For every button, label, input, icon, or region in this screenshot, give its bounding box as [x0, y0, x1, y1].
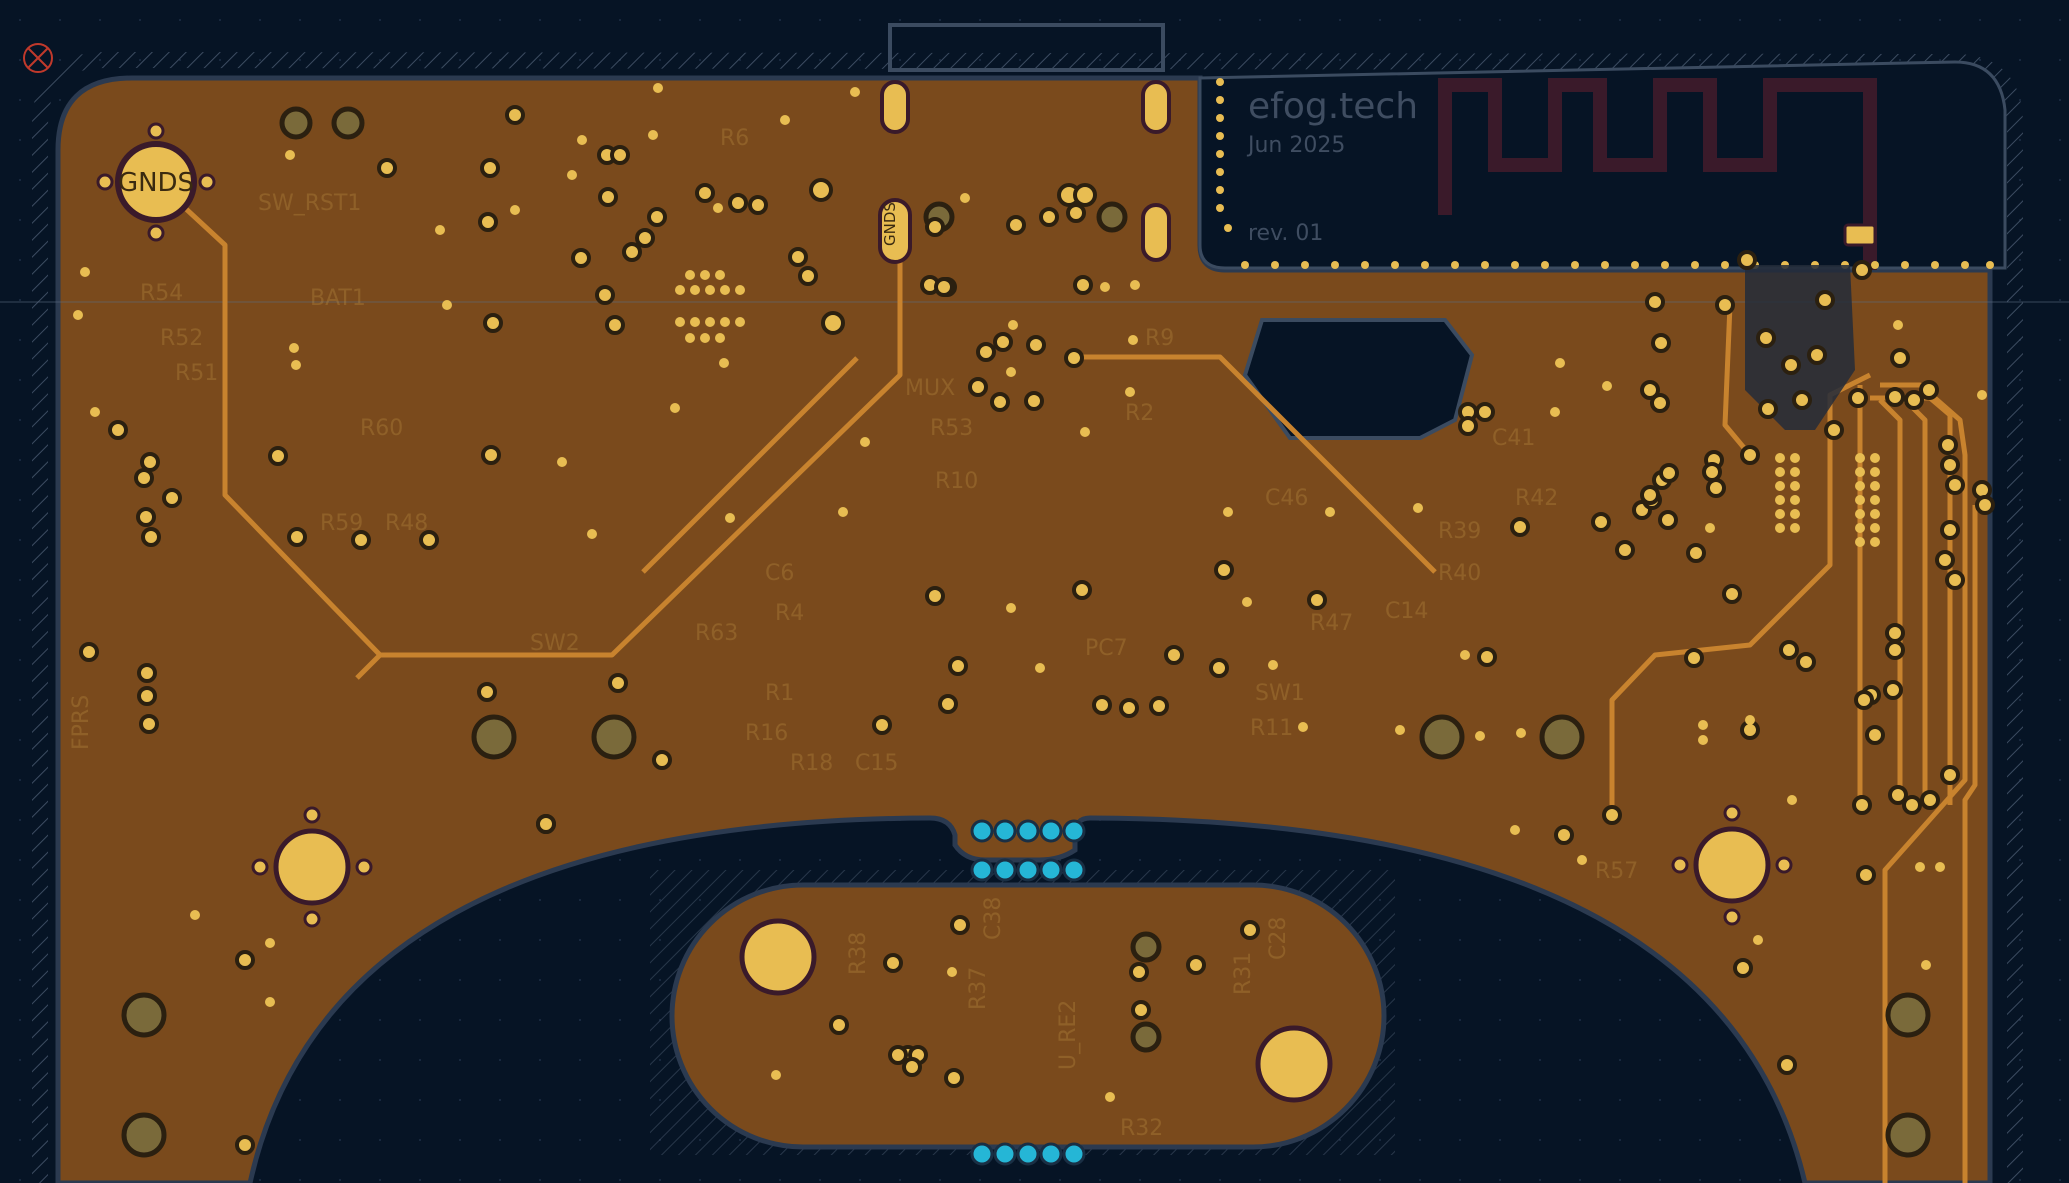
- svg-text:R63: R63: [695, 621, 738, 646]
- svg-text:SW2: SW2: [530, 631, 580, 656]
- svg-text:C6: C6: [765, 561, 794, 586]
- svg-text:R2: R2: [1125, 401, 1154, 426]
- stitch-vias-blue: [970, 819, 1086, 1166]
- svg-text:R31: R31: [1231, 952, 1256, 995]
- svg-text:R53: R53: [930, 416, 973, 441]
- gnd-label: GNDS: [118, 168, 194, 198]
- antenna-feed-pad[interactable]: [1843, 223, 1877, 247]
- svg-text:R4: R4: [775, 601, 804, 626]
- board-cutout: [1242, 318, 1475, 440]
- date-label: Jun 2025: [1246, 133, 1345, 158]
- svg-text:R6: R6: [720, 126, 749, 151]
- svg-text:R48: R48: [385, 511, 428, 536]
- svg-text:U_RE2: U_RE2: [1056, 1000, 1081, 1070]
- svg-text:R57: R57: [1595, 859, 1638, 884]
- svg-text:SW1: SW1: [1255, 681, 1305, 706]
- svg-text:R47: R47: [1310, 611, 1353, 636]
- antenna-meander: [1438, 78, 1877, 270]
- svg-text:R38: R38: [846, 932, 871, 975]
- svg-text:R18: R18: [790, 751, 833, 776]
- mounting-hole-vias: [251, 804, 1793, 928]
- svg-text:GNDS: GNDS: [881, 202, 899, 246]
- svg-text:R54: R54: [140, 281, 183, 306]
- origin-marker-icon: [23, 43, 53, 73]
- svg-text:R10: R10: [935, 469, 978, 494]
- svg-text:PC7: PC7: [1085, 636, 1128, 661]
- svg-text:BAT1: BAT1: [310, 286, 366, 311]
- svg-text:R60: R60: [360, 416, 403, 441]
- smd-pad-clusters: [73, 83, 1987, 1102]
- svg-text:SW_RST1: SW_RST1: [258, 191, 361, 216]
- gnd-oval-pad[interactable]: GNDS: [878, 198, 912, 264]
- svg-text:R37: R37: [966, 967, 991, 1010]
- silkscreen-layer: SW_RST1 BAT1 R54 R52 R51 R6 R60 R59 R48 …: [69, 126, 1638, 1141]
- svg-text:C41: C41: [1492, 426, 1535, 451]
- svg-text:C15: C15: [855, 751, 898, 776]
- brand-label: efog.tech: [1248, 86, 1418, 127]
- svg-text:R52: R52: [160, 326, 203, 351]
- revision-label: rev. 01: [1248, 221, 1323, 246]
- svg-text:R32: R32: [1120, 1116, 1163, 1141]
- svg-text:R9: R9: [1145, 326, 1174, 351]
- svg-text:R42: R42: [1515, 486, 1558, 511]
- svg-text:R1: R1: [765, 681, 794, 706]
- usb-shield-pads[interactable]: [880, 80, 1171, 262]
- svg-text:C38: C38: [981, 897, 1006, 940]
- gnd-test-point[interactable]: GNDS: [96, 122, 216, 242]
- mounting-holes[interactable]: [273, 826, 1771, 1103]
- usb-connector-outline: [888, 23, 1165, 72]
- svg-text:MUX: MUX: [905, 376, 955, 401]
- copper-traces: [183, 206, 1978, 1183]
- svg-text:C14: C14: [1385, 599, 1428, 624]
- svg-text:C28: C28: [1266, 917, 1291, 960]
- svg-text:R40: R40: [1438, 561, 1481, 586]
- svg-text:R51: R51: [175, 361, 218, 386]
- signal-vias: [79, 105, 1995, 1155]
- svg-text:R11: R11: [1250, 716, 1293, 741]
- through-hole-pads[interactable]: [121, 106, 1931, 1158]
- svg-text:FPRS: FPRS: [69, 695, 94, 750]
- svg-text:R39: R39: [1438, 519, 1481, 544]
- svg-text:C46: C46: [1265, 486, 1308, 511]
- svg-text:R16: R16: [745, 721, 788, 746]
